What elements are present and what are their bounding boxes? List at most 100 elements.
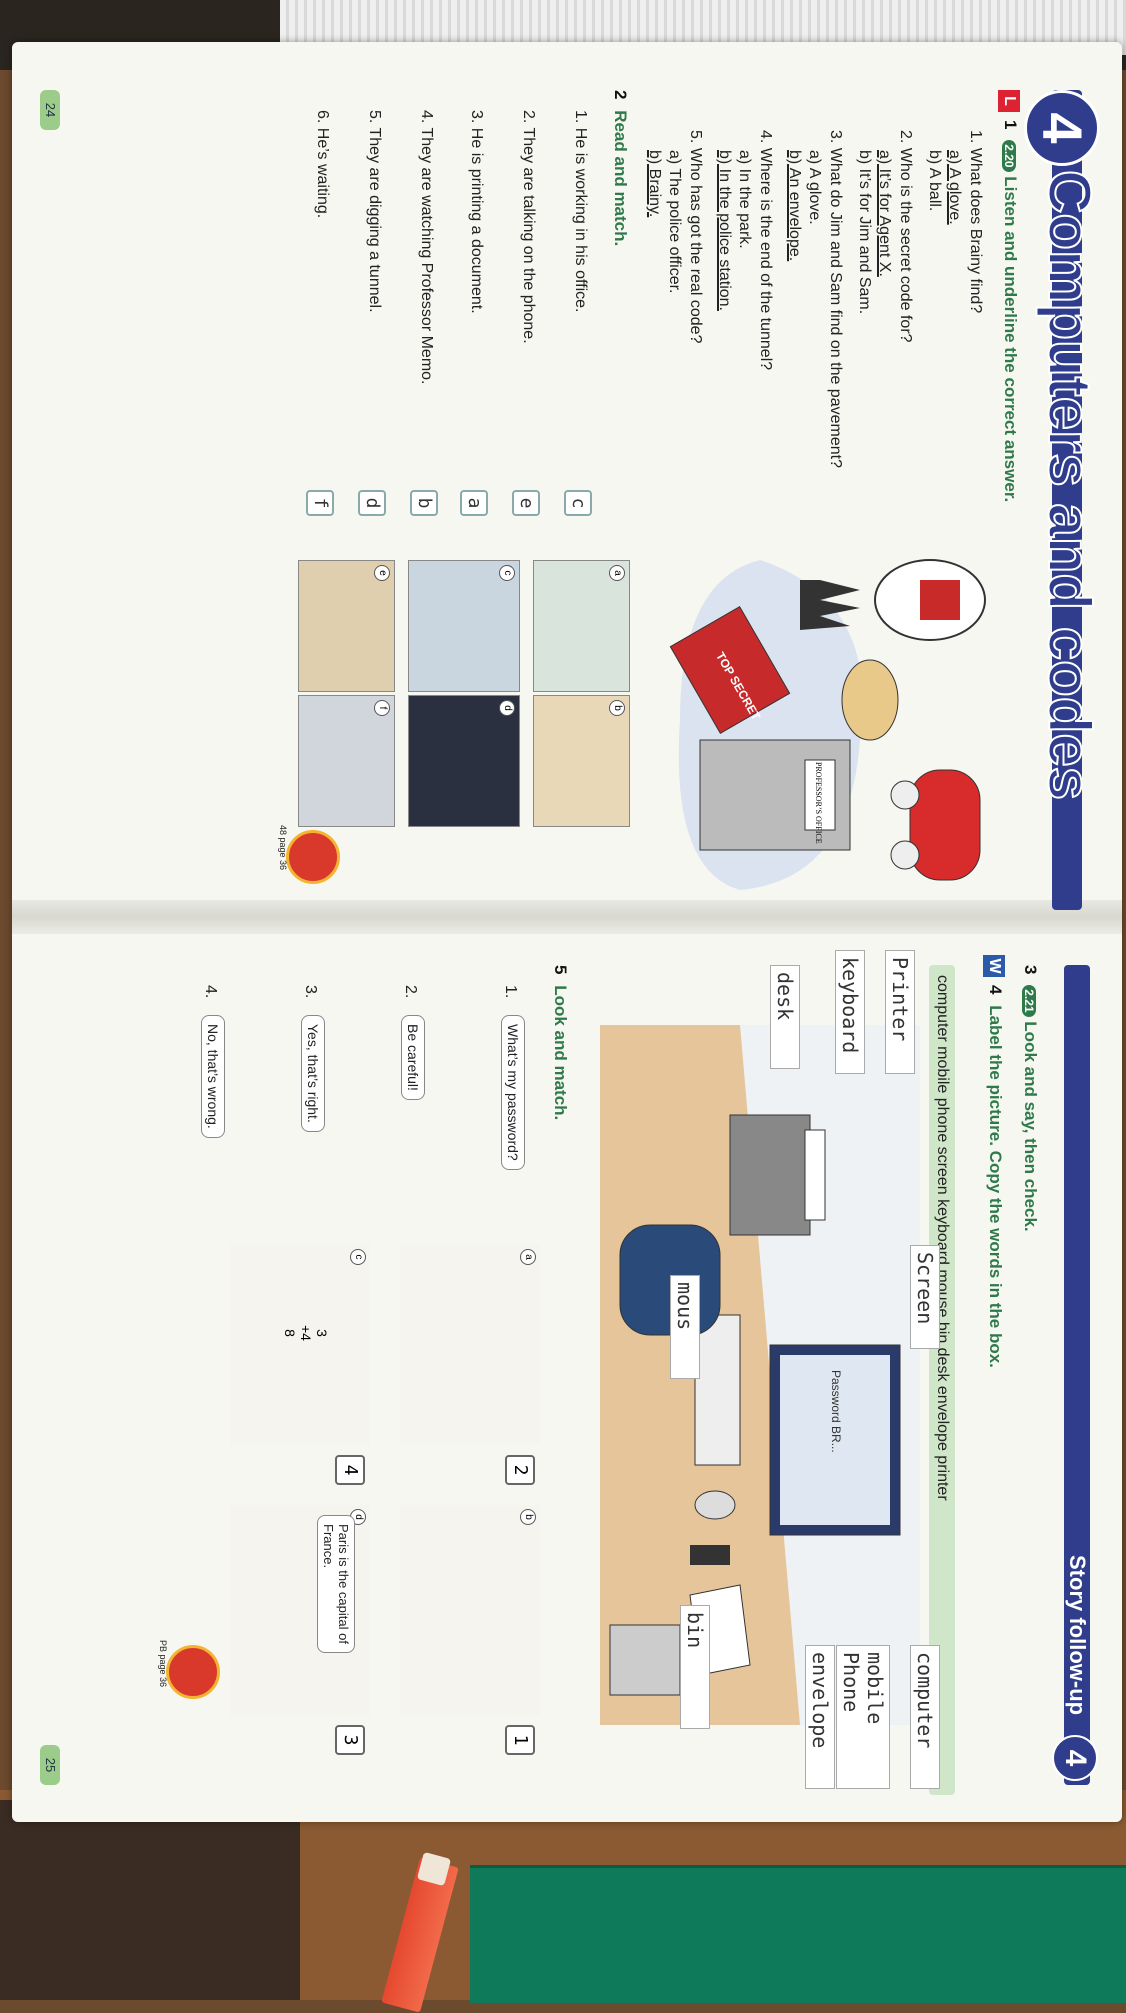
ex5-item-4-num: 4. xyxy=(202,985,219,999)
ex2-item-4: 4. They are watching Professor Memo. xyxy=(418,110,435,385)
label-screen[interactable]: Screen xyxy=(910,1245,940,1349)
bus-sticker-icon xyxy=(286,830,340,884)
ex1-q2: 2. Who is the secret code for? xyxy=(897,130,914,343)
paris-bubble: Paris is the capital of France. xyxy=(317,1515,355,1653)
label-mouse[interactable]: mous xyxy=(670,1275,700,1379)
ex1-q2-b[interactable]: b) It’s for Jim and Sam. xyxy=(856,150,873,315)
ex1-q1: 1. What does Brainy find? xyxy=(967,130,984,314)
ex3-number: 3 xyxy=(1021,965,1040,975)
book-spine xyxy=(12,900,1122,934)
label-computer[interactable]: computer xyxy=(910,1645,940,1789)
ex5-bubble-2: Be careful! xyxy=(401,1015,425,1100)
glove-icon xyxy=(800,580,860,630)
ex2-answer-2[interactable]: e xyxy=(512,490,540,516)
label-mobile-phone[interactable]: mobile Phone xyxy=(836,1645,890,1789)
car-icon xyxy=(890,769,981,881)
audio-track-icon-2: 2.21 xyxy=(1022,985,1036,1017)
ex1-q1-a[interactable]: a) A glove. xyxy=(945,150,963,225)
ex1-q4-a[interactable]: a) In the park. xyxy=(736,150,753,249)
label-envelope[interactable]: envelope xyxy=(805,1645,835,1789)
dog-brainy-icon xyxy=(874,559,986,641)
ex5-item-3-num: 3. xyxy=(302,985,319,999)
ex2-item-5: 5. They are digging a tunnel. xyxy=(366,110,383,313)
ex2-panel-f: f xyxy=(298,695,395,827)
green-folder xyxy=(470,1865,1126,2003)
ex3-title: Look and say, then check. xyxy=(1021,1021,1040,1232)
ex1-q5-b-text: b) Brainy. xyxy=(646,150,663,218)
label-keyboard[interactable]: keyboard xyxy=(835,950,865,1074)
ex1-q1-a-text: a) A glove. xyxy=(946,150,963,225)
sticker-ref-right: PB page 36 xyxy=(158,1640,168,1688)
ex2-answer-3[interactable]: a xyxy=(460,490,488,516)
ex1-number: 1 xyxy=(1001,120,1020,130)
mobile-phone-icon xyxy=(690,1545,730,1565)
ex5-title: Look and match. xyxy=(551,985,570,1121)
ex2-title: Read and match. xyxy=(611,110,630,247)
ex2-panel-b: b xyxy=(533,695,630,827)
ex1-q3-a[interactable]: a) A glove. xyxy=(806,150,823,225)
ex5-heading: 5 Look and match. xyxy=(550,965,570,1120)
ex2-panel-e: e xyxy=(298,560,395,692)
ex2-answer-6[interactable]: f xyxy=(306,490,334,516)
ex2-panel-a-label: a xyxy=(609,565,625,581)
ex1-q5-a[interactable]: a) The police officer. xyxy=(666,150,683,294)
ex2-answer-4[interactable]: b xyxy=(410,490,438,516)
ex5-scene-a-label: a xyxy=(520,1249,536,1265)
ex5-scene-b-label: b xyxy=(520,1509,536,1525)
bin-icon xyxy=(609,1624,681,1696)
ex1-q2-a[interactable]: a) It’s for Agent X. xyxy=(875,150,893,277)
ex3-heading: 3 2.21 Look and say, then check. xyxy=(1020,965,1040,1232)
label-desk[interactable]: desk xyxy=(770,965,800,1069)
ex5-scene-c-label: c xyxy=(350,1249,366,1265)
ex2-panel-f-label: f xyxy=(374,700,390,716)
ex1-q3-b[interactable]: b) An envelope. xyxy=(785,150,803,261)
label-bin[interactable]: bin xyxy=(680,1605,710,1729)
ex4-title: Label the picture. Copy the words in the… xyxy=(986,1005,1005,1368)
unit-header: 4 Computers and codes xyxy=(1024,70,1104,930)
hat-icon xyxy=(841,659,899,741)
label-printer[interactable]: Printer xyxy=(885,950,915,1074)
page-24: 4 Computers and codes L 1 2.20 Listen an… xyxy=(10,70,1104,930)
computer-monitor-icon xyxy=(769,1344,901,1536)
ex5-bubble-1: What’s my password? xyxy=(501,1015,525,1170)
audio-track-icon: 2.20 xyxy=(1002,140,1016,172)
ex5-scene-a: a xyxy=(400,1245,540,1445)
ex4-heading: 4 Label the picture. Copy the words in t… xyxy=(985,985,1005,1368)
ex5-item-1-num: 1. xyxy=(502,985,519,999)
ex5-scene-b: b xyxy=(400,1505,540,1715)
ex1-q1-b[interactable]: b) A ball. xyxy=(926,150,943,212)
ex5-item-2-num: 2. xyxy=(402,985,419,999)
ex1-q4-b-text: b) In the police station. xyxy=(716,150,733,311)
mouse-icon xyxy=(694,1490,736,1520)
ex2-item-2: 2. They are talking on the phone. xyxy=(520,110,537,344)
ex1-q4-b[interactable]: b) In the police station. xyxy=(715,150,733,311)
printer-icon xyxy=(729,1114,826,1236)
ex5-answer-b[interactable]: 1 xyxy=(505,1725,535,1755)
ex5-answer-a[interactable]: 2 xyxy=(505,1455,535,1485)
ex2-answer-5[interactable]: d xyxy=(358,490,386,516)
door-sign: PROFESSOR’S OFFICE xyxy=(814,762,823,844)
ex1-q3: 3. What do Jim and Sam find on the pavem… xyxy=(827,130,844,468)
ex1-title: Listen and underline the correct answer. xyxy=(1001,176,1020,503)
ex2-panel-a: a xyxy=(533,560,630,692)
ex2-panel-c-label: c xyxy=(499,565,515,581)
password-screen-text: Password BR... xyxy=(829,1370,843,1453)
ex2-panel-c: c xyxy=(408,560,520,692)
ex2-panel-e-label: e xyxy=(374,565,390,581)
ex2-panel-b-label: b xyxy=(609,700,625,716)
unit-number: 4 xyxy=(1024,90,1100,166)
book-icon xyxy=(669,606,791,734)
sum-top: 3 xyxy=(314,1329,330,1337)
ex5-answer-d[interactable]: 3 xyxy=(335,1725,365,1755)
ex5-answer-c[interactable]: 4 xyxy=(335,1455,365,1485)
ex5-bubble-3: Yes, that’s right. xyxy=(301,1015,325,1132)
listening-tag: L xyxy=(998,90,1020,112)
ex1-q2-a-text: a) It’s for Agent X. xyxy=(876,150,893,277)
keyboard-icon xyxy=(694,1314,741,1466)
story-followup-number: 4 xyxy=(1052,1735,1098,1781)
bus-sticker-icon-2 xyxy=(166,1645,220,1699)
ex2-answer-1[interactable]: c xyxy=(564,490,592,516)
ex1-q5-b[interactable]: b) Brainy. xyxy=(645,150,663,217)
whiteboard-sum: 3 +4 8 xyxy=(282,1325,330,1341)
dark-surface xyxy=(0,1800,300,2000)
